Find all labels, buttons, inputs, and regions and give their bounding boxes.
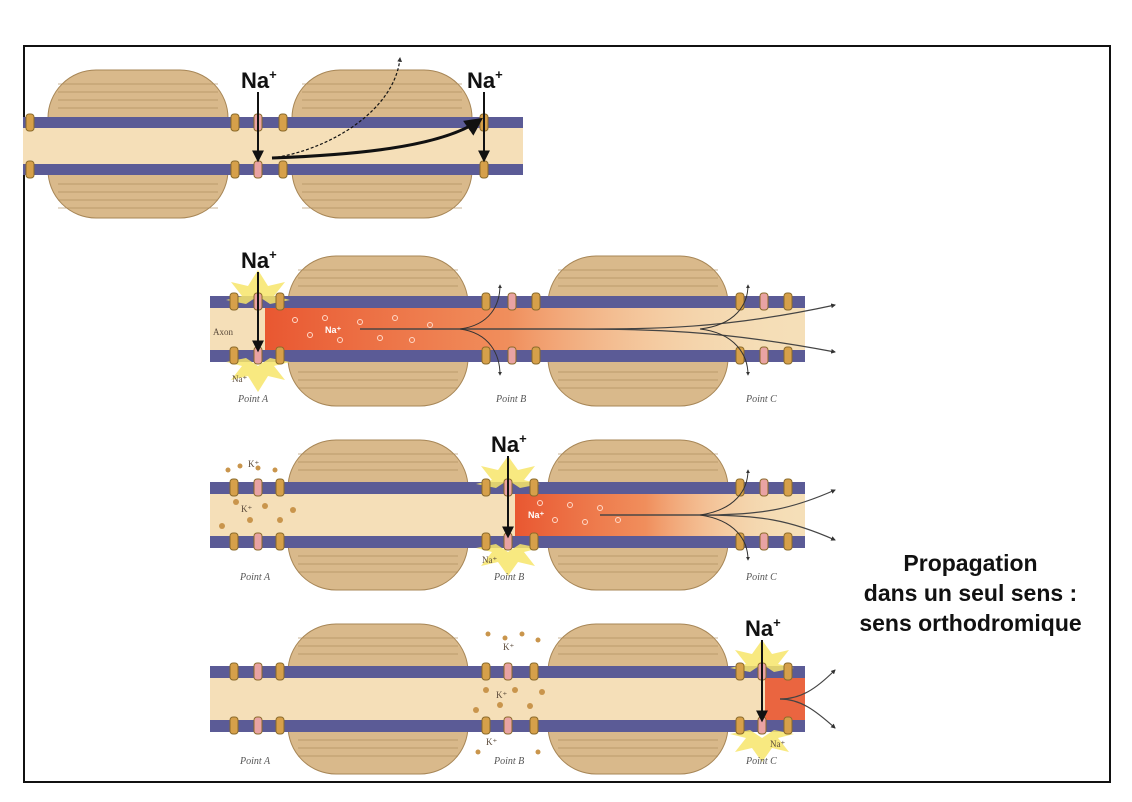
point-b-label: Point B — [493, 756, 524, 767]
k-label: K⁺ — [248, 459, 259, 469]
na-label: Na+ — [241, 247, 277, 273]
k-label: K⁺ — [503, 642, 514, 652]
na-inside-label: Na⁺ — [528, 510, 545, 520]
k-label: K⁺ — [486, 737, 497, 747]
k-label: K⁺ — [496, 690, 507, 700]
k-label: K⁺ — [241, 504, 252, 514]
na-outside-label: Na⁺ — [232, 374, 247, 384]
point-a-label: Point A — [239, 756, 271, 767]
caption-line-3: sens orthodromique — [859, 610, 1082, 636]
panel-top: Na+ Na+ — [23, 57, 523, 219]
panel-point-b: Na+ K⁺ K⁺ Na⁺ Na⁺ Point A Point B Point … — [210, 431, 836, 591]
point-a-label: Point A — [239, 572, 271, 583]
na-outside-label: Na⁺ — [770, 739, 785, 749]
na-outside-label: Na⁺ — [482, 555, 497, 565]
na-label: Na+ — [241, 67, 277, 93]
point-a-label: Point A — [237, 394, 269, 405]
point-c-label: Point C — [745, 756, 777, 767]
na-label: Na+ — [491, 431, 527, 457]
caption-line-2: dans un seul sens : — [863, 580, 1078, 606]
point-b-label: Point B — [495, 394, 526, 405]
na-inside-label: Na⁺ — [325, 325, 342, 335]
point-c-label: Point C — [745, 572, 777, 583]
axon-label: Axon — [213, 327, 233, 337]
point-b-label: Point B — [493, 572, 524, 583]
na-label: Na+ — [745, 615, 781, 641]
na-label: Na+ — [467, 67, 503, 93]
panel-point-c: Na+ K⁺ K⁺ K⁺ Na⁺ Point A Point B Point C — [210, 615, 836, 775]
point-c-label: Point C — [745, 394, 777, 405]
propagation-caption: Propagation dans un seul sens : sens ort… — [828, 548, 1113, 638]
panel-point-a: Na+ Axon Na⁺ Na⁺ Point A Point B Point C — [210, 247, 836, 407]
caption-line-1: Propagation — [903, 550, 1038, 576]
